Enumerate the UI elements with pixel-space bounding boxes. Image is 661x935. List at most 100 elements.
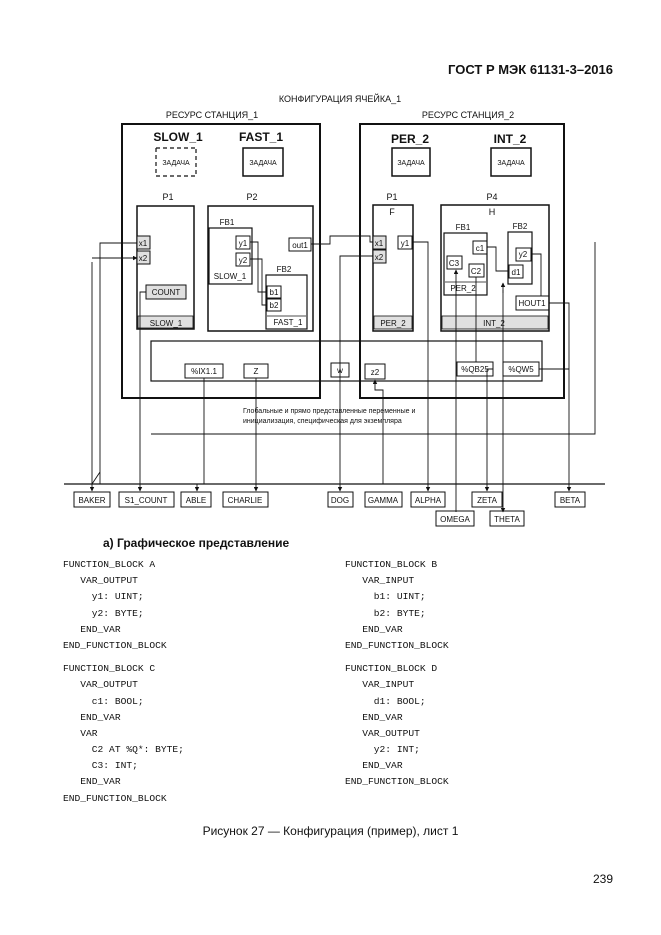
task-fast1-label: FAST_1 [239, 130, 283, 144]
p4-instance-name: INT_2 [483, 319, 505, 328]
wire-dog [337, 255, 373, 492]
var-dog-box [327, 491, 354, 508]
port-x2b-box [372, 249, 387, 264]
page-number: 239 [592, 872, 613, 886]
code-line: b2: BYTE; [345, 607, 426, 619]
code-line: END_VAR [63, 711, 121, 723]
global-z2-box [364, 363, 386, 380]
code-line: VAR_OUTPUT [63, 575, 138, 587]
port-y1: y1 [239, 239, 248, 248]
code-line: END_FUNCTION_BLOCK [63, 792, 167, 804]
fb1-box [208, 227, 253, 285]
var-baker-box [73, 491, 111, 508]
var-theta-box [489, 510, 525, 527]
wire-loop [151, 242, 596, 435]
resource-1-frame [121, 123, 321, 399]
fb2-label: FB2 [277, 265, 292, 274]
fb1-instance-name: SLOW_1 [214, 272, 247, 281]
figure-caption: Рисунок 27 — Конфигурация (пример), лист… [202, 824, 459, 838]
code-column-left: FUNCTION_BLOCK A VAR_OUTPUT y1: UINT; y2… [63, 557, 184, 807]
var-zeta: ZETA [477, 496, 498, 505]
standard-header: ГОСТ Р МЭК 61131-3–2016 [448, 62, 613, 77]
code-line: VAR_INPUT [345, 679, 415, 691]
var-able-box [180, 491, 212, 508]
code-line: VAR_OUTPUT [345, 727, 420, 739]
task-box-label: ЗАДАЧА [162, 160, 190, 167]
wire-y2-b2 [250, 258, 267, 306]
wire-y2-hout1 [531, 253, 542, 296]
global-qb: %QB25 [461, 365, 489, 374]
program-p4-label: P4 [486, 192, 497, 202]
code-line: FUNCTION_BLOCK B [345, 559, 438, 570]
wire-able [194, 378, 205, 492]
wire-hout1-beta [549, 302, 572, 492]
port-x1: x1 [139, 239, 148, 248]
configuration-diagram: КОНФИГУРАЦИЯ ЯЧЕЙКА_1 РЕСУРС СТАНЦИЯ_1 Р… [64, 93, 605, 527]
fb2b-label: FB2 [513, 222, 528, 231]
code-column-right: FUNCTION_BLOCK B VAR_INPUT b1: UINT; b2:… [345, 557, 449, 791]
resource-1-title: РЕСУРС СТАНЦИЯ_1 [166, 110, 258, 120]
code-line: END_FUNCTION_BLOCK [345, 776, 449, 788]
code-line: FUNCTION_BLOCK A [63, 559, 156, 570]
port-x2: x2 [139, 254, 148, 263]
task-per2-label: PER_2 [391, 132, 429, 146]
var-s1count-box [118, 491, 175, 508]
p1-instance-name: SLOW_1 [150, 319, 183, 328]
code-line: END_VAR [345, 711, 403, 723]
task-int2-box [490, 147, 532, 177]
wire-zeta [484, 368, 493, 492]
fb2b-box [507, 231, 533, 285]
p4-instance-bar [441, 315, 549, 330]
code-line: c1: BOOL; [63, 695, 144, 707]
var-beta-box [554, 491, 586, 508]
port-x1b: x1 [375, 239, 384, 248]
globals-note-line-2: инициализация, специфическая для экземпл… [243, 418, 402, 425]
var-charlie: CHARLIE [228, 496, 263, 505]
wire-gamma [372, 379, 384, 484]
var-omega: OMEGA [440, 515, 470, 524]
p1b-instance-bar [373, 315, 413, 330]
port-y1-box [235, 235, 251, 250]
global-z: Z [254, 367, 259, 376]
code-line: y2: INT; [345, 744, 420, 756]
port-b2: b2 [270, 301, 279, 310]
code-line: C3: INT; [63, 760, 138, 772]
globals-note-line-1: Глобальные и прямо представленные переме… [243, 407, 416, 415]
port-c2: C2 [471, 267, 482, 276]
task-slow1-dashed-box [155, 147, 197, 177]
program-p4-type: H [489, 207, 496, 217]
var-dog: DOG [331, 496, 349, 505]
port-out1-box [288, 237, 312, 252]
port-c3-box [446, 255, 463, 270]
wire-out1-x1b [311, 235, 373, 245]
task-box-label: ЗАДАЧА [497, 160, 525, 167]
program-p1b-label: P1 [386, 192, 397, 202]
port-x1b-box [372, 235, 387, 250]
program-p1b-type: F [389, 207, 395, 217]
global-qw: %QW5 [508, 365, 534, 374]
var-able: ABLE [186, 496, 206, 505]
wire-c1-d1 [487, 246, 509, 272]
program-p1b-box [372, 204, 414, 332]
var-baker: BAKER [78, 496, 105, 505]
port-hout1: HOUT1 [518, 299, 546, 308]
code-line: b1: UINT; [345, 591, 426, 603]
port-c1: c1 [476, 244, 485, 253]
code-line: FUNCTION_BLOCK C [63, 663, 156, 675]
port-x1-box [136, 235, 151, 250]
task-per2-box [391, 147, 431, 177]
code-line: d1: BOOL; [345, 695, 426, 707]
global-ix: %IX1.1 [191, 367, 217, 376]
var-gamma-box [364, 491, 403, 508]
var-s1count: S1_COUNT [125, 496, 168, 505]
configuration-title: КОНФИГУРАЦИЯ ЯЧЕЙКА_1 [279, 93, 401, 104]
task-box-label: ЗАДАЧА [249, 160, 277, 167]
global-z2: z2 [371, 368, 380, 377]
program-p2-label: P2 [246, 192, 257, 202]
code-line: C2 AT %Q*: BYTE; [63, 744, 184, 756]
code-line: VAR [63, 727, 98, 739]
code-line: VAR_OUTPUT [63, 679, 138, 691]
fb1b-label: FB1 [456, 223, 471, 232]
fb1b-instance-name: PER_2 [450, 284, 476, 293]
port-y2: y2 [239, 256, 248, 265]
